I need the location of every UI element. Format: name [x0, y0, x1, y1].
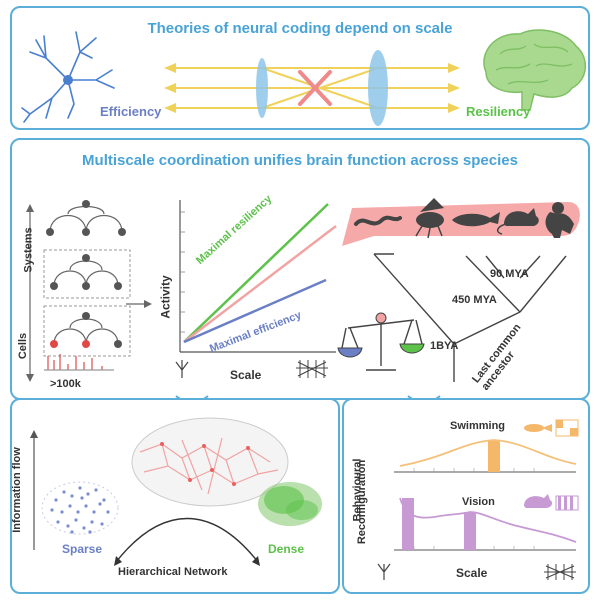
mya-90-label: 90 MYA	[490, 268, 529, 280]
dense-label: Dense	[268, 542, 305, 556]
phylogeny-diagram	[342, 198, 580, 382]
middle-panel: Multiscale coordination unifies brain fu…	[10, 138, 590, 400]
top-panel: Theories of neural coding depend on scal…	[10, 6, 590, 130]
scale-axis-label: Scale	[230, 368, 262, 382]
mya-450-label: 450 MYA	[452, 294, 497, 306]
vision-stimulus-icon	[555, 495, 579, 511]
cell-count-label: >100k	[50, 378, 81, 390]
network-diagram	[30, 417, 322, 566]
scale-label-bottom: Scale	[456, 566, 488, 580]
fish-icon	[452, 212, 500, 227]
reconfiguration-plot	[377, 419, 579, 580]
mouse-icon	[496, 208, 539, 235]
sparse-label: Sparse	[62, 542, 103, 556]
network-icon	[296, 360, 328, 378]
efficiency-label: Efficiency	[100, 104, 162, 119]
bya-1-label: 1BYA	[430, 340, 459, 352]
cells-label: Cells	[17, 332, 30, 360]
balance-scale-icon	[337, 312, 425, 371]
information-flow-label: Information flow	[10, 447, 23, 533]
resiliency-line	[183, 203, 329, 343]
resiliency-label: Resiliency	[466, 104, 531, 119]
brain-icon	[483, 29, 586, 111]
single-neuron-icon	[175, 360, 189, 378]
fly-icon	[415, 198, 444, 239]
hierarchy-diagram	[26, 200, 152, 382]
tadpole-icon	[524, 424, 552, 432]
worm-icon	[354, 215, 402, 226]
top-title: Theories of neural coding depend on scal…	[147, 20, 453, 37]
activity-scale-plot	[175, 200, 337, 378]
swimming-label: Swimming	[450, 420, 506, 432]
neuron-icon	[21, 31, 115, 123]
systems-label: Systems	[22, 227, 35, 273]
reconfiguration-label: Reconfiguration	[356, 459, 369, 545]
hierarchical-network-label: Hierarchical Network	[118, 566, 228, 578]
activity-axis-label: Activity	[158, 275, 173, 319]
bottom-left-panel: Information flow Sparse Dense Hierarchic…	[10, 398, 340, 594]
single-neuron-icon-small	[377, 563, 391, 580]
middle-line	[183, 225, 337, 343]
lens-diagram	[164, 50, 460, 126]
monkey-icon	[545, 202, 574, 238]
efficiency-line	[183, 278, 327, 344]
vision-label: Vision	[462, 496, 495, 508]
swimming-stimulus-icon	[555, 419, 579, 437]
bottom-right-panel: Behavioural Reconfiguration Swimming Vis…	[342, 398, 590, 594]
middle-title: Multiscale coordination unifies brain fu…	[82, 152, 518, 169]
mouse-small-icon	[524, 494, 553, 508]
network-icon-small	[544, 564, 576, 580]
